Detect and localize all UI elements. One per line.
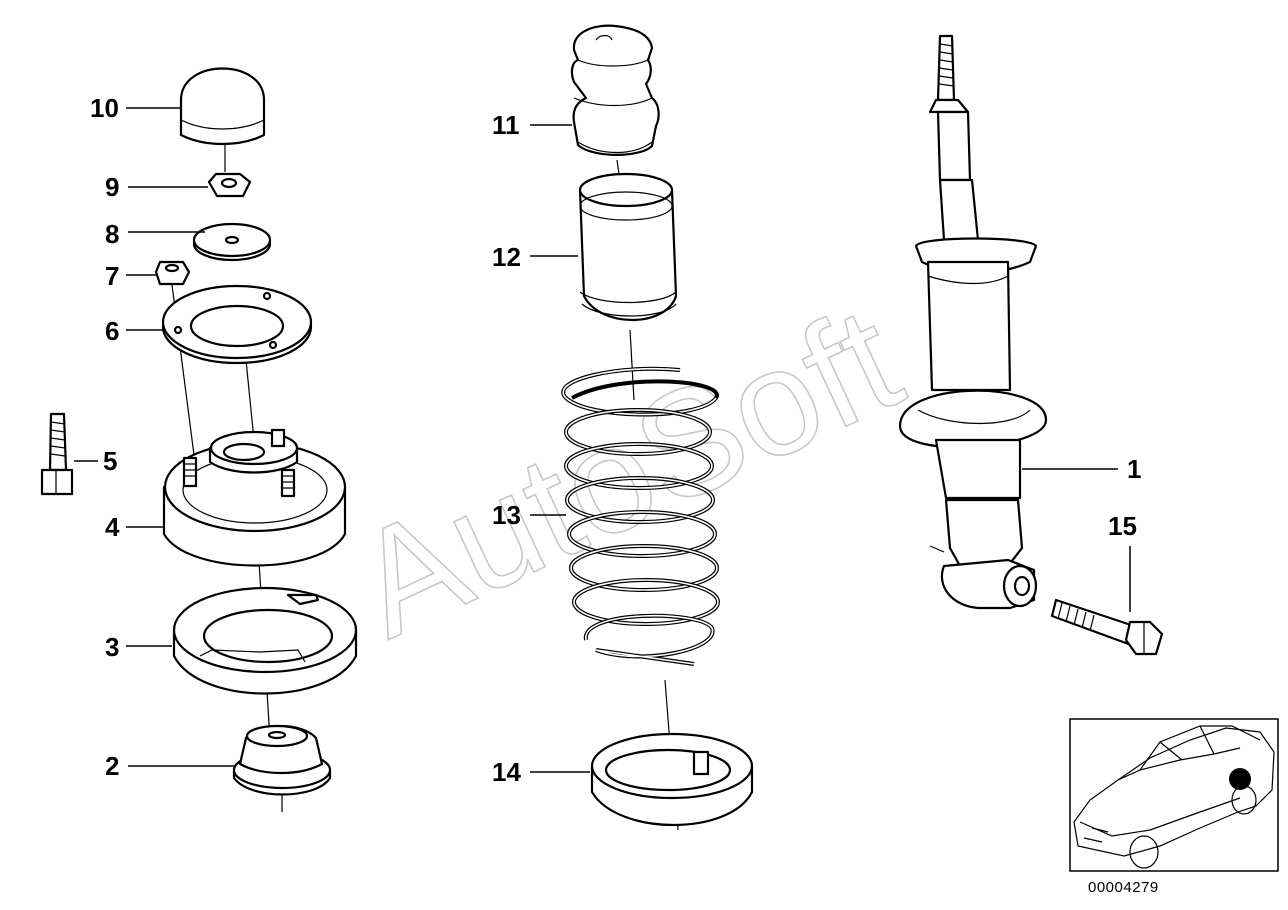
locator-inset: 00004279 (1069, 718, 1279, 896)
part-12-dust-boot (578, 172, 678, 322)
part-5-bolt (40, 412, 74, 496)
callout-label: 5 (103, 446, 117, 476)
callout-13: 13 (492, 500, 566, 530)
middle-assembly (561, 24, 754, 831)
callout-15: 15 (1108, 511, 1137, 612)
location-marker (1229, 768, 1251, 790)
callout-label: 3 (105, 632, 119, 662)
callout-14: 14 (492, 757, 590, 787)
locator-frame (1069, 718, 1279, 872)
callout-label: 12 (492, 242, 521, 272)
part-4-mount (162, 428, 347, 567)
callout-label: 7 (105, 261, 119, 291)
callout-4: 4 (105, 512, 164, 542)
watermark: AutoSoft (331, 274, 923, 669)
callout-label: 2 (105, 751, 119, 781)
callout-11: 11 (492, 110, 572, 140)
part-8-washer (192, 222, 272, 262)
part-2-bump (232, 724, 332, 796)
part-7-nut (154, 260, 191, 286)
callout-10: 10 (90, 93, 180, 123)
callout-8: 8 (105, 219, 205, 249)
callout-1: 1 (1022, 454, 1141, 484)
callout-7: 7 (105, 261, 156, 291)
left-assembly (40, 67, 358, 812)
callout-label: 8 (105, 219, 119, 249)
callout-label: 9 (105, 172, 119, 202)
callout-label: 11 (492, 110, 520, 140)
callout-label: 10 (90, 93, 119, 123)
part-10-cap (179, 67, 266, 146)
callout-label: 4 (105, 512, 120, 542)
part-13-coil-spring (561, 366, 720, 666)
part-3-ring (172, 586, 358, 695)
reference-number: 00004279 (1088, 879, 1159, 896)
part-1-shock-absorber (898, 34, 1048, 610)
callout-label: 14 (492, 757, 521, 787)
callout-12: 12 (492, 242, 578, 272)
callout-2: 2 (105, 751, 234, 781)
part-11-bump-stop (570, 24, 660, 156)
callout-9: 9 (105, 172, 208, 202)
callout-6: 6 (105, 316, 164, 346)
part-15-bolt (1050, 598, 1164, 656)
part-9-nut (207, 172, 252, 198)
callout-label: 13 (492, 500, 521, 530)
callout-3: 3 (105, 632, 172, 662)
callout-label: 1 (1127, 454, 1141, 484)
car-silhouette-icon (1073, 725, 1275, 869)
right-assembly (898, 34, 1164, 656)
callout-5: 5 (74, 446, 117, 476)
callout-label: 15 (1108, 511, 1137, 541)
part-14-lower-seat (590, 732, 754, 826)
callouts: 10 9 8 7 6 5 4 3 (74, 93, 1141, 787)
part-6-plate (161, 284, 313, 365)
callout-label: 6 (105, 316, 119, 346)
